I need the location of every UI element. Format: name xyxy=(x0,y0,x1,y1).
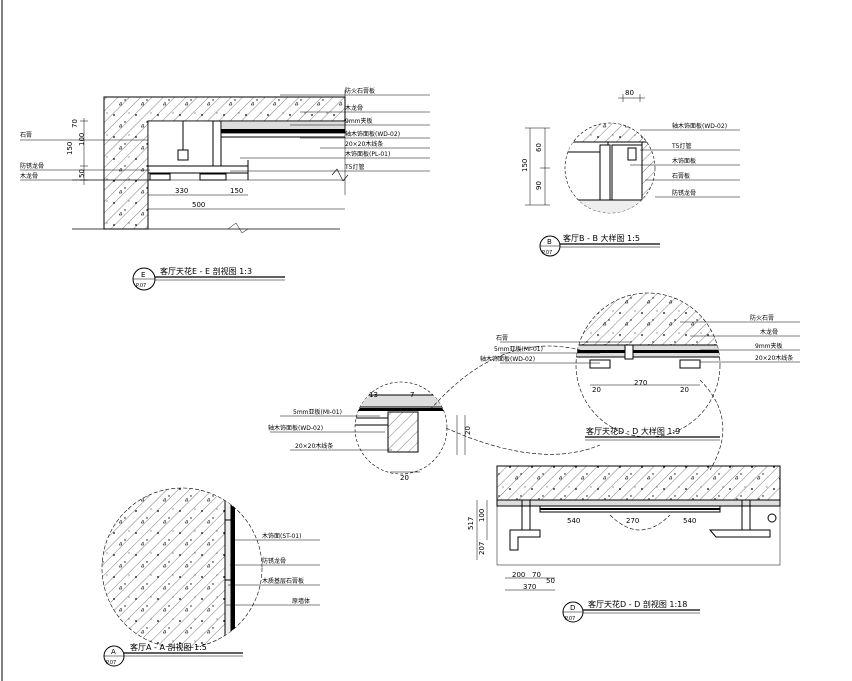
label-dd-3: 20×20木线条 xyxy=(755,354,793,362)
section-d-bubble-bottom: P.07 xyxy=(565,616,575,622)
section-d-detail-title: 客厅天花D - D 大样图 1:9 xyxy=(586,426,680,436)
section-e-bubble-top: E xyxy=(141,271,145,279)
dim-e-6: 500 xyxy=(192,201,205,209)
dim-dd-0: 20 xyxy=(592,386,601,394)
dim-c-3: 20 xyxy=(400,474,409,482)
label-e-left-0: 石膏 xyxy=(20,131,32,139)
dim-dd-2: 20 xyxy=(680,386,689,394)
label-a-2: 木质基层石膏板 xyxy=(262,577,304,585)
dim-e-3: 50 xyxy=(78,169,86,178)
label-dd-6: 轴木饰面板(WD-02) xyxy=(480,355,535,363)
section-e xyxy=(20,90,430,291)
dim-d-5: 207 xyxy=(478,542,486,555)
label-dd-4: 石膏 xyxy=(496,334,508,342)
section-e-title: 客厅天花E - E 剖视图 1:3 xyxy=(160,266,252,276)
dim-dd-1: 270 xyxy=(634,379,647,387)
label-c-1: 轴木饰面板(WD-02) xyxy=(268,424,323,432)
dim-e-5: 150 xyxy=(230,187,243,195)
dim-c-0: 13 xyxy=(369,391,378,399)
dim-d-2: 540 xyxy=(683,517,696,525)
dim-b-3: 90 xyxy=(535,181,543,190)
section-d xyxy=(476,465,781,623)
section-a-bubble-top: A xyxy=(111,648,116,656)
dim-d-7: 70 xyxy=(532,571,541,579)
dim-d-4: 100 xyxy=(478,509,486,522)
dim-d-6: 200 xyxy=(512,571,525,579)
section-a xyxy=(101,487,320,667)
label-c-2: 20×20木线条 xyxy=(295,442,333,450)
label-e-6: T5灯管 xyxy=(344,163,364,171)
label-b-1: T5灯管 xyxy=(671,142,691,150)
label-e-3: 轴木饰面板(WD-02) xyxy=(345,130,400,138)
label-b-3: 石膏板 xyxy=(672,172,690,180)
label-dd-5: 5mm亚板(MI-01) xyxy=(494,345,543,353)
section-d-bubble-top: D xyxy=(570,604,575,612)
label-b-0: 轴木饰面板(WD-02) xyxy=(672,122,727,130)
dim-c-2: 20 xyxy=(464,426,472,435)
section-a-title: 客厅A - A 剖视图 1:5 xyxy=(130,642,207,652)
section-b-title: 客厅B - B 大样图 1:5 xyxy=(563,233,640,243)
label-c-0: 5mm亚板(MI-01) xyxy=(293,408,342,416)
label-dd-1: 木龙骨 xyxy=(760,328,778,336)
label-e-1: 木龙骨 xyxy=(345,104,363,112)
dim-d-0: 540 xyxy=(567,517,580,525)
label-a-1: 防锈龙骨 xyxy=(262,557,286,565)
section-d-detail xyxy=(500,292,800,471)
dim-b-0: 80 xyxy=(625,89,634,97)
label-e-left-1: 防锈龙骨 xyxy=(20,162,44,170)
dim-e-1: 100 xyxy=(78,133,86,146)
dim-b-2: 150 xyxy=(521,159,529,172)
label-b-4: 防锈龙骨 xyxy=(672,189,696,197)
section-b xyxy=(525,94,740,257)
dim-c-1: 7 xyxy=(410,391,414,399)
dim-e-4: 330 xyxy=(175,187,188,195)
section-a-bubble-bottom: P.07 xyxy=(106,660,116,666)
label-e-5: 木饰面板(PL-01) xyxy=(345,150,390,158)
label-e-4: 20×20木线条 xyxy=(345,140,383,148)
label-b-2: 木饰面板 xyxy=(672,157,696,165)
label-a-3: 原墙体 xyxy=(292,597,310,605)
dim-b-1: 60 xyxy=(535,143,543,152)
section-e-bubble-bottom: P.07 xyxy=(136,283,146,289)
dim-e-0: 70 xyxy=(71,119,79,128)
dim-e-2: 150 xyxy=(66,142,74,155)
dim-d-8: 50 xyxy=(546,577,555,585)
label-e-0: 防火石膏板 xyxy=(345,87,375,95)
label-e-left-2: 木龙骨 xyxy=(20,172,38,180)
dim-d-3: 517 xyxy=(467,517,475,530)
label-dd-0: 防火石膏 xyxy=(750,314,774,322)
dim-d-1: 270 xyxy=(626,517,639,525)
section-b-bubble-top: B xyxy=(547,238,552,246)
label-a-0: 木饰面(ST-01) xyxy=(262,532,301,540)
dim-d-9: 370 xyxy=(523,583,536,591)
label-e-2: 9mm夹板 xyxy=(345,117,373,125)
section-b-bubble-bottom: P.07 xyxy=(542,250,552,256)
label-dd-2: 9mm夹板 xyxy=(755,342,783,350)
section-d-title: 客厅天花D - D 剖视图 1:18 xyxy=(588,599,687,609)
section-c-detail xyxy=(270,345,601,475)
